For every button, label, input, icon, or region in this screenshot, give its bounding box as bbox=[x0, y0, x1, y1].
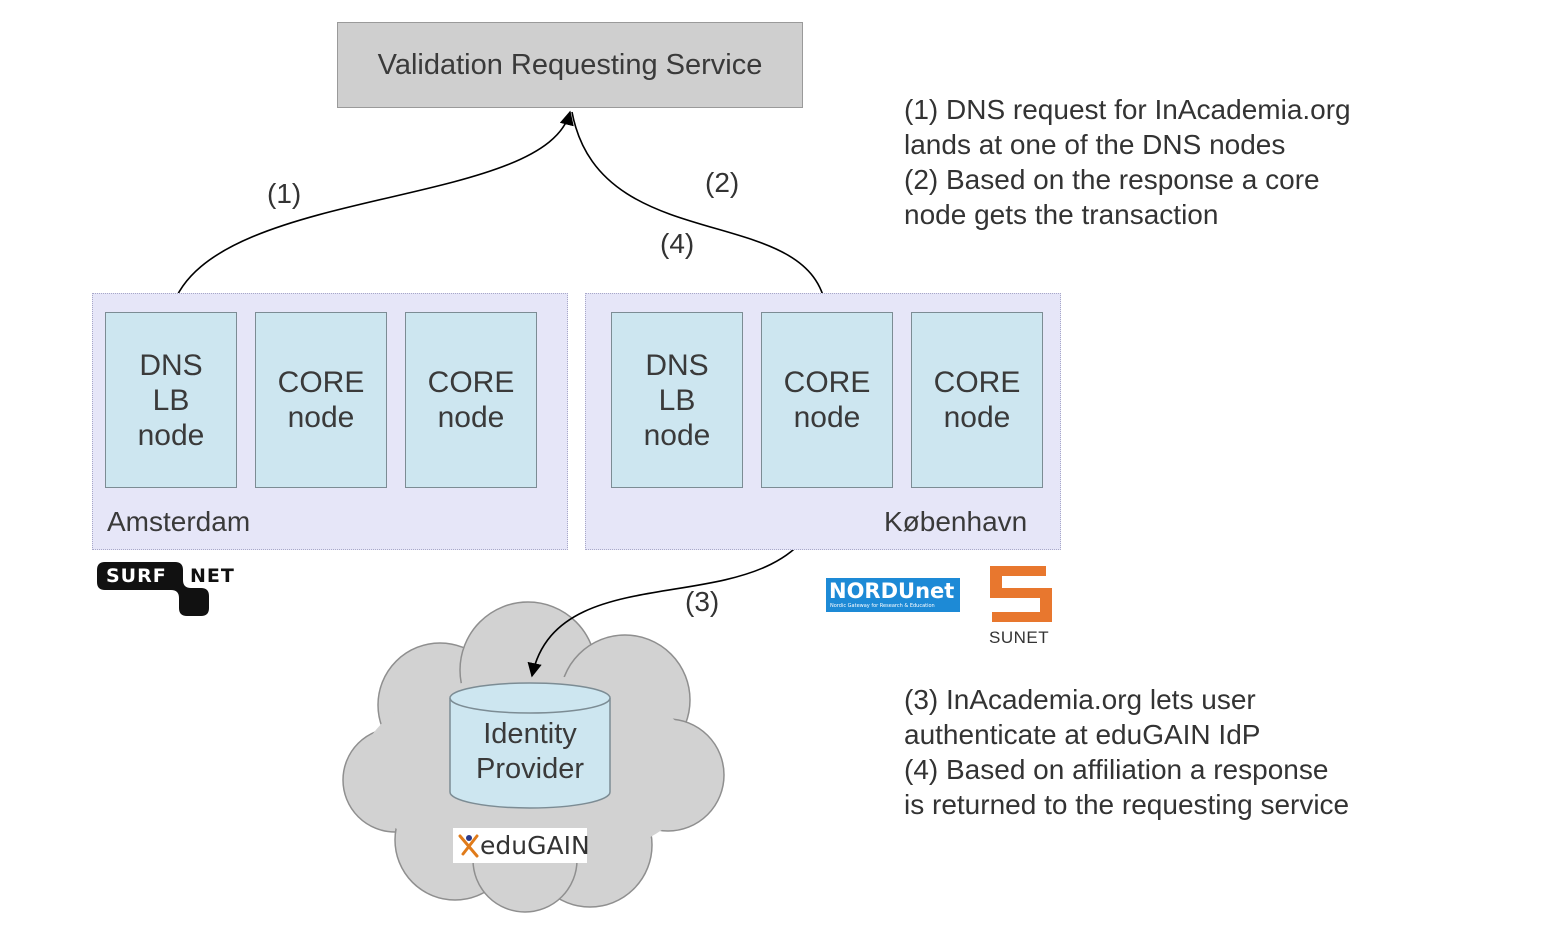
node-label-line: CORE bbox=[783, 366, 871, 399]
node-label-line: CORE bbox=[277, 366, 365, 399]
site-label-amsterdam: Amsterdam bbox=[107, 506, 251, 537]
notes-top: (1) DNS request for InAcademia.org lands… bbox=[904, 92, 1351, 232]
identity-provider-label-line2: Provider bbox=[476, 753, 584, 785]
identity-provider-database: Identity Provider bbox=[449, 682, 611, 810]
node-label-line: LB bbox=[658, 383, 696, 417]
site-label-kobenhavn: København bbox=[884, 506, 1028, 537]
surfnet-logo-part1: SURF bbox=[106, 565, 167, 587]
amsterdam-core-node-2: CORE node bbox=[405, 312, 537, 488]
kobenhavn-dns-lb-node: DNS LB node bbox=[611, 312, 743, 488]
service-label: Validation Requesting Service bbox=[377, 48, 763, 81]
note-line: lands at one of the DNS nodes bbox=[904, 129, 1286, 160]
nordunet-logo-text: NORDUnet bbox=[829, 579, 955, 603]
nordunet-logo-tagline: Nordic Gateway for Research & Education bbox=[830, 603, 935, 609]
step-label-3: (3) bbox=[685, 586, 720, 617]
arrow-step-1 bbox=[168, 110, 574, 310]
sunet-logo-mark bbox=[990, 566, 1052, 622]
sunet-logo-text: SUNET bbox=[989, 628, 1050, 647]
node-label-line: node bbox=[287, 401, 355, 434]
node-label-line: LB bbox=[152, 383, 190, 417]
note-line: (3) InAcademia.org lets user bbox=[904, 684, 1256, 715]
step-label-1: (1) bbox=[267, 178, 302, 209]
surfnet-logo: SURF NET bbox=[97, 560, 247, 618]
kobenhavn-core-node-1: CORE node bbox=[761, 312, 893, 488]
sunet-logo: SUNET bbox=[986, 564, 1058, 650]
kobenhavn-core-node-2: CORE node bbox=[911, 312, 1043, 488]
validation-requesting-service-box: Validation Requesting Service bbox=[337, 22, 803, 108]
surfnet-logo-shape bbox=[97, 562, 209, 616]
notes-bottom: (3) InAcademia.org lets user authenticat… bbox=[904, 682, 1349, 822]
note-line: authenticate at eduGAIN IdP bbox=[904, 719, 1261, 750]
amsterdam-core-node-1: CORE node bbox=[255, 312, 387, 488]
step-label-4: (4) bbox=[660, 228, 695, 259]
node-label-line: node bbox=[793, 401, 861, 434]
edugain-logo-text: eduGAIN bbox=[480, 831, 590, 860]
node-label-line: CORE bbox=[933, 366, 1021, 399]
identity-provider-label-line1: Identity bbox=[483, 718, 577, 750]
edugain-logo: eduGAIN bbox=[453, 828, 590, 863]
note-line: (4) Based on affiliation a response bbox=[904, 754, 1329, 785]
note-line: (2) Based on the response a core bbox=[904, 164, 1320, 195]
database-cylinder-icon bbox=[449, 682, 611, 809]
node-label-line: CORE bbox=[427, 366, 515, 399]
edugain-star-icon bbox=[458, 834, 479, 858]
node-label-line: node bbox=[643, 418, 711, 452]
arrow-step-2-4 bbox=[571, 111, 832, 310]
nordunet-logo: NORDUnet Nordic Gateway for Research & E… bbox=[826, 578, 960, 612]
amsterdam-dns-lb-node: DNS LB node bbox=[105, 312, 237, 488]
step-label-2: (2) bbox=[705, 167, 740, 198]
note-line: is returned to the requesting service bbox=[904, 789, 1350, 820]
note-line: node gets the transaction bbox=[904, 199, 1219, 230]
node-label-line: DNS bbox=[645, 348, 709, 382]
node-label-line: node bbox=[137, 418, 205, 452]
surfnet-logo-part2: NET bbox=[190, 565, 235, 587]
note-line: (1) DNS request for InAcademia.org bbox=[904, 94, 1351, 125]
identity-provider-label: Identity Provider bbox=[450, 717, 610, 787]
node-label-line: node bbox=[437, 401, 505, 434]
node-label-line: DNS bbox=[139, 348, 203, 382]
node-label-line: node bbox=[943, 401, 1011, 434]
